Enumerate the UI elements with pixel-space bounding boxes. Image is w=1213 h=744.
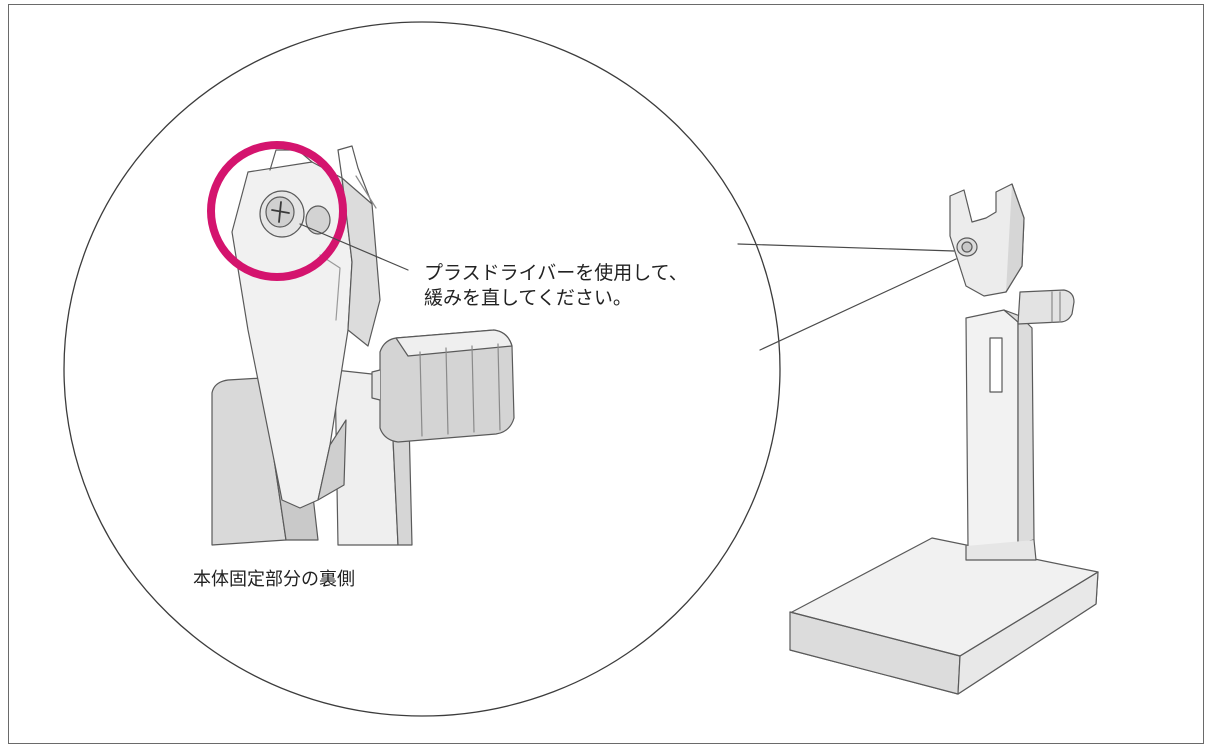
magnified-detail-view bbox=[63, 21, 781, 717]
screw-highlight-ring bbox=[207, 141, 347, 281]
detail-caption: 本体固定部分の裏側 bbox=[193, 569, 355, 590]
connector-line-top bbox=[737, 243, 955, 252]
clamp-knob bbox=[371, 329, 515, 443]
instruction-text-line1: プラスドライバーを使用して、 bbox=[424, 262, 688, 284]
connector-line-bottom bbox=[759, 258, 957, 351]
instruction-leader-line bbox=[299, 223, 409, 271]
instruction-text-line2: 緩みを直してください。 bbox=[424, 287, 632, 309]
phillips-screw-icon bbox=[259, 190, 331, 238]
stand-illustration bbox=[789, 183, 1099, 695]
